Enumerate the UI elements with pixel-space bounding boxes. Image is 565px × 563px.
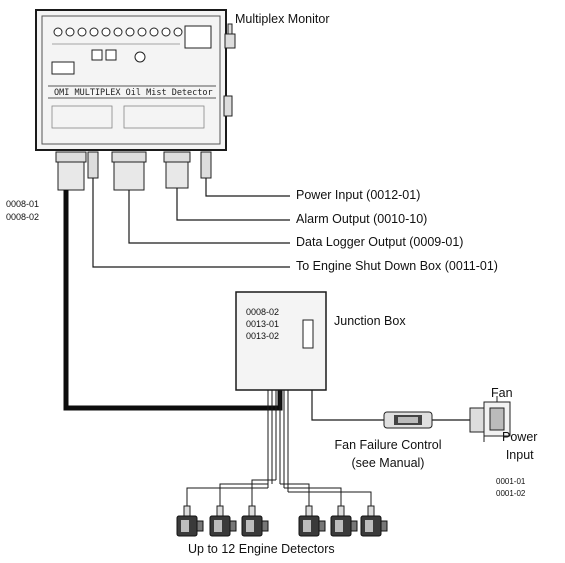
junction-code-3: 0013-02 bbox=[246, 331, 280, 341]
engine-detectors-label: Up to 12 Engine Detectors bbox=[188, 542, 335, 556]
output-leader-lines bbox=[92, 178, 290, 268]
detector-wiring bbox=[186, 390, 372, 506]
fan-label: Fan bbox=[491, 386, 513, 400]
fan-device bbox=[469, 396, 511, 442]
fan-failure-control-label: Fan Failure Control (see Manual) bbox=[334, 438, 442, 470]
engine-detector bbox=[360, 505, 388, 537]
engine-detector bbox=[209, 505, 237, 537]
power-input-label: Power Input (0012-01) bbox=[296, 188, 421, 202]
junction-code-1: 0008-02 bbox=[246, 307, 280, 317]
fan-code-1: 0001-01 bbox=[496, 477, 526, 486]
engine-detector bbox=[330, 505, 358, 537]
cable-label-1: 0008-01 bbox=[6, 199, 40, 209]
cable-label-2: 0008-02 bbox=[6, 212, 40, 222]
data-logger-output-label: Data Logger Output (0009-01) bbox=[296, 235, 464, 249]
junction-box-title: Junction Box bbox=[334, 314, 406, 328]
engine-detectors bbox=[176, 505, 388, 537]
junction-box-enclosure bbox=[235, 291, 327, 391]
multiplex-monitor-enclosure bbox=[35, 9, 236, 151]
shutdown-box-label: To Engine Shut Down Box (0011-01) bbox=[296, 259, 498, 273]
junction-code-2: 0013-01 bbox=[246, 319, 280, 329]
monitor-panel-text: OMI MULTIPLEX Oil Mist Detector bbox=[54, 88, 213, 98]
fan-code-2: 0001-02 bbox=[496, 489, 526, 498]
engine-detector bbox=[241, 505, 269, 537]
engine-detector bbox=[176, 505, 204, 537]
fan-failure-control-device bbox=[383, 411, 433, 429]
engine-detector bbox=[298, 505, 326, 537]
fan-power-input-label: Power Input bbox=[502, 430, 538, 462]
monitor-title: Multiplex Monitor bbox=[235, 12, 330, 26]
fan-cable bbox=[311, 390, 384, 421]
alarm-output-label: Alarm Output (0010-10) bbox=[296, 212, 428, 226]
terminal-row bbox=[53, 27, 183, 37]
cable-glands bbox=[55, 151, 212, 191]
